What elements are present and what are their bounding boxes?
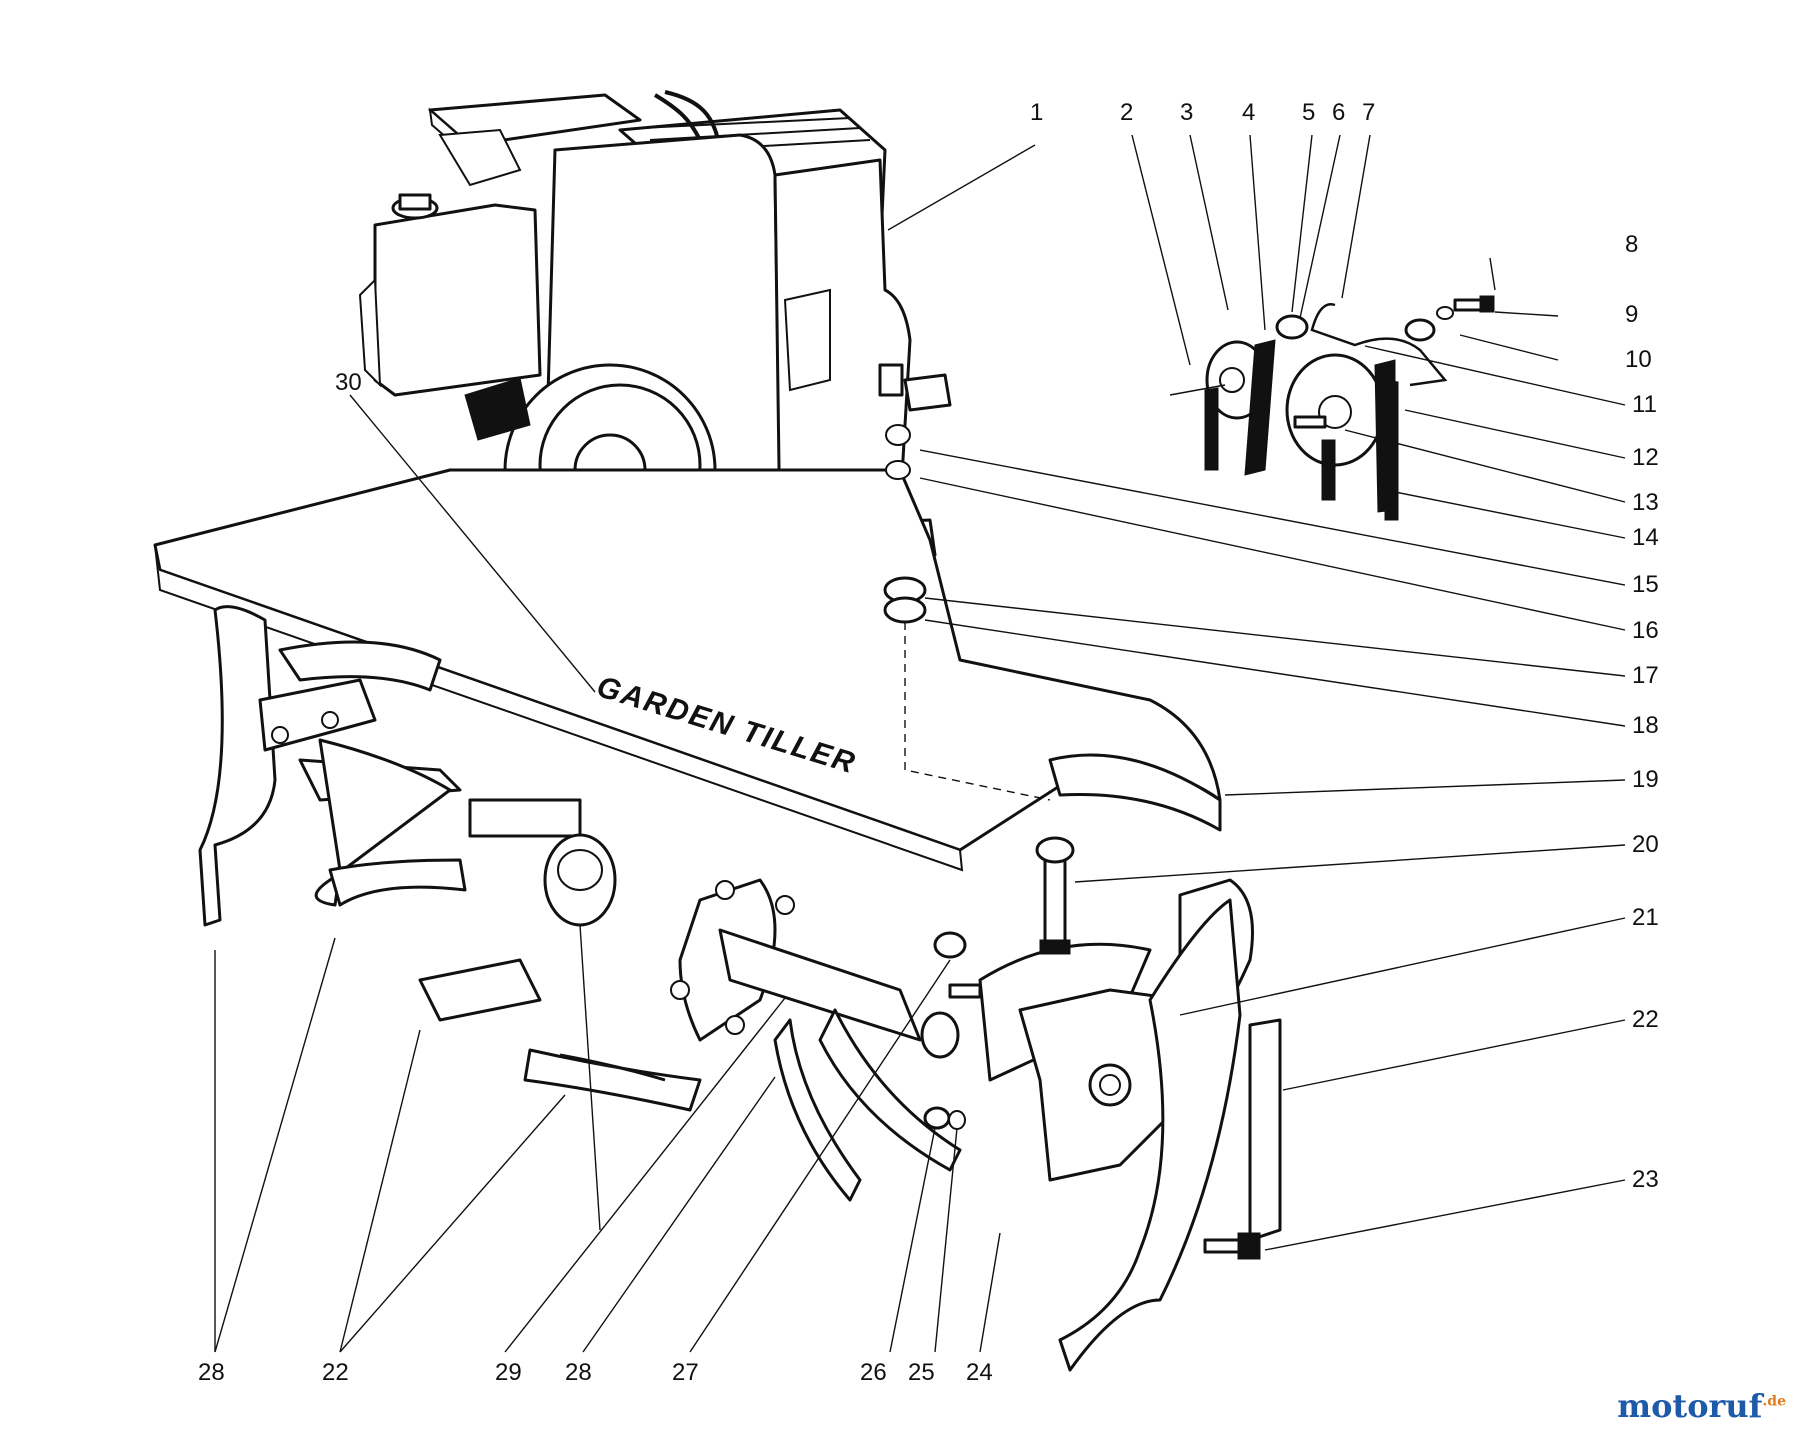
callout-15: 15	[1632, 571, 1659, 598]
callout-7: 7	[1362, 99, 1375, 126]
left-tine-assembly	[198, 605, 702, 1112]
callout-28-left: 28	[198, 1359, 225, 1386]
callout-26: 26	[860, 1359, 887, 1386]
callout-19: 19	[1632, 766, 1659, 793]
callout-17: 17	[1632, 662, 1659, 689]
callout-13: 13	[1632, 489, 1659, 516]
callout-22: 22	[1632, 1006, 1659, 1033]
callout-18: 18	[1632, 712, 1659, 739]
watermark-suffix: .de	[1762, 1393, 1786, 1410]
callout-30: 30	[335, 369, 362, 396]
right-tine-assembly	[670, 424, 1282, 1372]
callout-22-bottom: 22	[322, 1359, 349, 1386]
leader-lines	[214, 134, 1626, 1353]
callout-27: 27	[672, 1359, 699, 1386]
belt-pulley-assembly	[1169, 295, 1495, 521]
callout-25: 25	[908, 1359, 935, 1386]
watermark-logo: motoruf.de	[1617, 1387, 1786, 1425]
callout-29: 29	[495, 1359, 522, 1386]
callout-11: 11	[1632, 391, 1657, 418]
callout-8: 8	[1625, 231, 1638, 258]
callout-12: 12	[1632, 444, 1659, 471]
callout-2: 2	[1120, 99, 1133, 126]
callout-28: 28	[565, 1359, 592, 1386]
callout-14: 14	[1632, 524, 1659, 551]
callout-4: 4	[1242, 99, 1255, 126]
callout-20: 20	[1632, 831, 1659, 858]
callout-21: 21	[1632, 904, 1659, 931]
callout-6: 6	[1332, 99, 1345, 126]
callout-10: 10	[1625, 346, 1652, 373]
callout-24: 24	[966, 1359, 993, 1386]
callout-23: 23	[1632, 1166, 1659, 1193]
callout-3: 3	[1180, 99, 1193, 126]
watermark-brand: motoruf	[1617, 1387, 1763, 1425]
callout-9: 9	[1625, 301, 1638, 328]
callout-numbers: 1 2 3 4 5 6 7 8 9 10 11 12 13 14 15 16 1…	[198, 99, 1659, 1386]
callout-1: 1	[1030, 99, 1043, 126]
callout-5: 5	[1302, 99, 1315, 126]
callout-16: 16	[1632, 617, 1659, 644]
